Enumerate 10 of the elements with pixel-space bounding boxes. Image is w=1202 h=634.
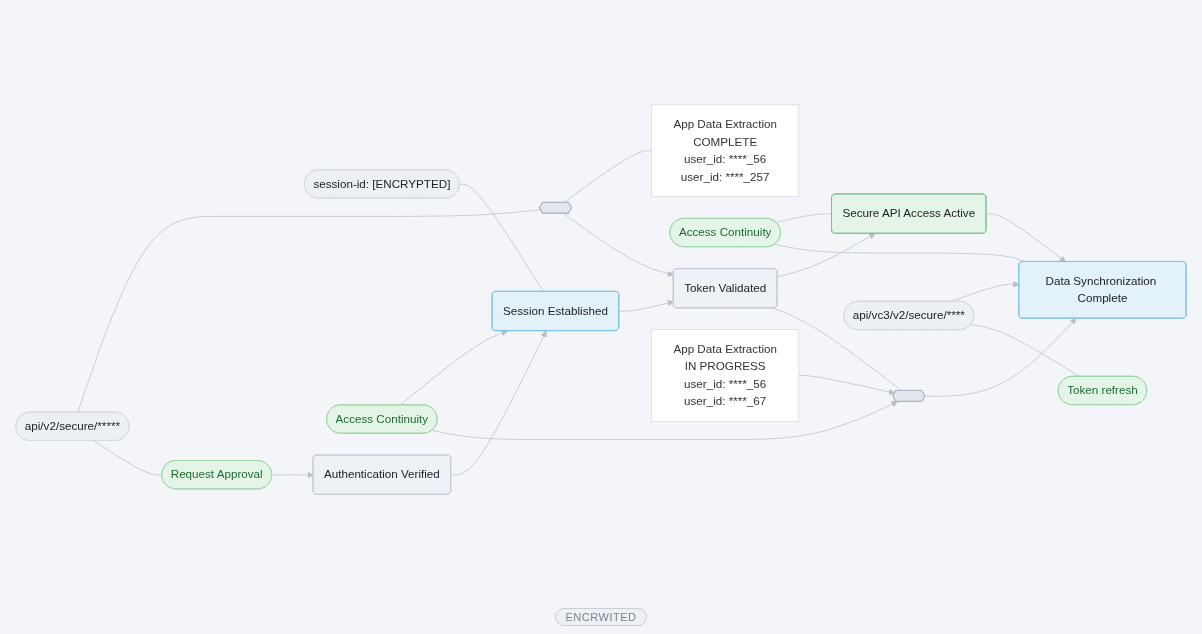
node-box: App Data Extraction IN PROGRESS user_id: ****_56 user_id: ****_67 bbox=[651, 329, 800, 423]
connector bbox=[459, 184, 544, 293]
connector bbox=[970, 324, 1081, 378]
connector bbox=[775, 213, 833, 224]
connector bbox=[93, 440, 163, 476]
connector bbox=[77, 209, 542, 414]
connector bbox=[773, 308, 903, 392]
node-box: App Data Extraction COMPLETE user_id: ****_56 user_id: ****_257 bbox=[651, 104, 800, 198]
status-tag: ENCRWITED bbox=[554, 608, 648, 626]
connector bbox=[563, 150, 652, 204]
